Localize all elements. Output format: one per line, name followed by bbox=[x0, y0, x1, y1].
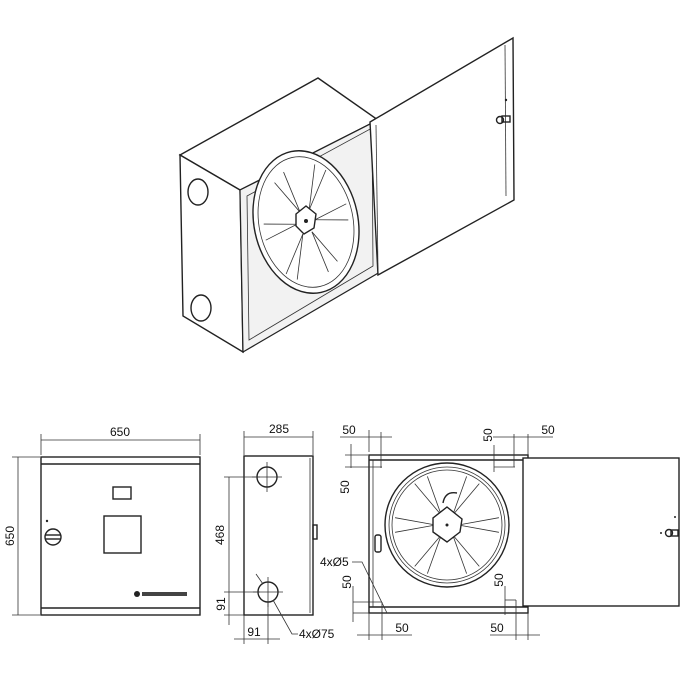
valve bbox=[374, 534, 382, 553]
reel-spoke bbox=[296, 233, 304, 280]
reel-spoke bbox=[308, 169, 327, 211]
brand-logo bbox=[134, 591, 187, 597]
dim-depth: 285 bbox=[269, 422, 289, 436]
opening-inner-frame bbox=[246, 127, 374, 341]
door-lock-icon bbox=[495, 98, 511, 125]
reel-spoke bbox=[426, 476, 442, 516]
dim-front-height: 650 bbox=[3, 526, 17, 546]
dim-bottom-left-horizontal: 50 bbox=[395, 621, 409, 635]
dim-top-left-horizontal: 50 bbox=[342, 423, 356, 437]
reel-spoke bbox=[452, 476, 468, 516]
dim-bottom-left-vertical: 50 bbox=[340, 575, 354, 589]
mount-hole-callout: 4xØ5 bbox=[320, 555, 349, 569]
reel-spoke bbox=[452, 483, 480, 516]
hose-reel-wheel bbox=[252, 150, 360, 294]
dim-front-width: 650 bbox=[110, 425, 130, 439]
hose-reel-wheel bbox=[384, 462, 510, 588]
reel-spoke bbox=[308, 164, 316, 211]
reel-spoke bbox=[458, 517, 500, 526]
reel-spoke bbox=[265, 223, 298, 241]
reel-spoke bbox=[452, 534, 480, 567]
reel-spoke bbox=[274, 182, 301, 213]
dim-top-right-vertical: 50 bbox=[481, 428, 495, 442]
door-handle-icon bbox=[44, 519, 62, 546]
dim-hole-offset-horizontal: 91 bbox=[247, 625, 261, 639]
dim-top-left-vertical: 50 bbox=[338, 480, 352, 494]
side-cabinet-outline bbox=[243, 455, 314, 616]
open-door bbox=[522, 457, 680, 607]
reel-spoke bbox=[394, 517, 436, 526]
reel-spoke bbox=[311, 231, 329, 273]
reel-spoke bbox=[414, 483, 442, 516]
open-view: 50 50 50 50 4xØ5 50 50 50 50 bbox=[320, 423, 680, 640]
side-handle bbox=[312, 524, 318, 540]
side-hole-bottom bbox=[190, 294, 212, 322]
reel-spoke bbox=[426, 534, 442, 574]
dim-top-right-horizontal: 50 bbox=[541, 423, 555, 437]
side-view: 285 468 91 91 4xØ75 bbox=[213, 422, 335, 644]
inspection-window bbox=[103, 515, 142, 554]
reel-spoke bbox=[285, 233, 304, 275]
reel-spoke bbox=[311, 231, 338, 262]
dim-bottom-right-vertical: 50 bbox=[492, 573, 506, 587]
front-cabinet-outline bbox=[40, 456, 201, 616]
reel-spoke bbox=[414, 534, 442, 567]
label-window bbox=[112, 486, 132, 500]
reel-spoke bbox=[458, 524, 500, 533]
cabinet-door-open bbox=[369, 36, 515, 277]
reel-spoke bbox=[452, 534, 468, 574]
front-view: 650 650 bbox=[3, 425, 201, 616]
reel-spoke bbox=[394, 524, 436, 533]
side-hole-top bbox=[187, 178, 209, 206]
isometric-view bbox=[178, 36, 515, 354]
reel-spoke bbox=[314, 203, 347, 221]
reel-spoke bbox=[283, 171, 301, 213]
dim-bottom-right-horizontal: 50 bbox=[490, 621, 504, 635]
hole-callout: 4xØ75 bbox=[299, 627, 335, 641]
dim-hole-spacing: 468 bbox=[213, 525, 227, 545]
door-lock-icon bbox=[660, 516, 679, 538]
dim-hole-offset-vertical: 91 bbox=[214, 597, 228, 611]
